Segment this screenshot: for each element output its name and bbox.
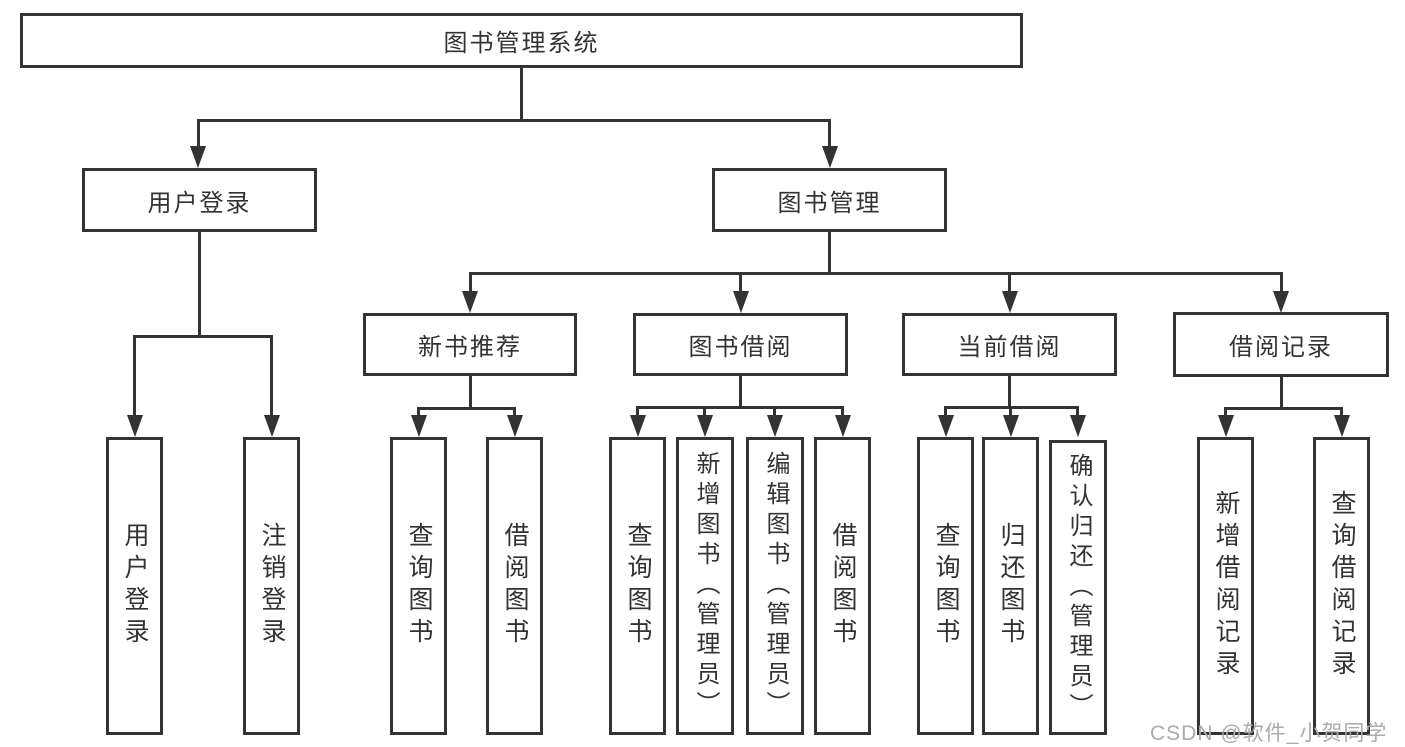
connector-arrow-stem <box>1076 406 1079 415</box>
connector-hline <box>196 119 831 122</box>
leaf-newbook-query: 查询图书 <box>390 437 447 735</box>
connector-vline <box>468 376 472 407</box>
connector-vline <box>1008 376 1011 406</box>
connector-arrow-stem <box>1224 407 1227 415</box>
leaf-logout-label: 注销登录 <box>258 522 286 650</box>
leaf-borrow-add-admin-label: 新增图书（管理员） <box>692 451 719 721</box>
leaf-borrow-borrow-label: 借阅图书 <box>829 522 857 650</box>
arrow-down-icon <box>1217 415 1234 437</box>
leaf-borrow-borrow: 借阅图书 <box>814 437 871 735</box>
leaf-logout: 注销登录 <box>243 437 300 735</box>
leaf-current-query-label: 查询图书 <box>932 522 960 650</box>
connector-arrow-stem <box>703 406 706 415</box>
arrow-down-icon <box>506 415 523 437</box>
leaf-record-query-label: 查询借阅记录 <box>1328 490 1356 682</box>
connector-arrow-stem <box>841 406 844 415</box>
leaf-borrow-query: 查询图书 <box>609 437 666 735</box>
leaf-current-return-label: 归还图书 <box>997 522 1025 650</box>
node-borrow-record-label: 借阅记录 <box>1229 334 1333 361</box>
node-new-book-recommend: 新书推荐 <box>363 313 577 376</box>
connector-arrow-stem <box>739 272 742 291</box>
leaf-borrow-query-label: 查询图书 <box>624 522 652 650</box>
connector-hline <box>636 406 844 409</box>
arrow-down-icon <box>263 415 280 437</box>
arrow-down-icon <box>1001 291 1018 313</box>
connector-arrow-stem <box>1008 272 1011 291</box>
connector-arrow-stem <box>133 335 136 415</box>
arrow-down-icon <box>126 415 143 437</box>
leaf-borrow-edit-admin: 编辑图书（管理员） <box>746 437 804 735</box>
leaf-newbook-borrow-label: 借阅图书 <box>501 522 529 650</box>
node-root-label: 图书管理系统 <box>443 30 600 57</box>
leaf-newbook-borrow: 借阅图书 <box>486 437 543 735</box>
arrow-down-icon <box>1273 291 1289 313</box>
node-current-borrow-label: 当前借阅 <box>957 334 1062 361</box>
connector-vline <box>1279 377 1283 407</box>
leaf-record-add: 新增借阅记录 <box>1197 437 1254 735</box>
leaf-current-confirm-admin: 确认归还（管理员） <box>1049 440 1107 735</box>
node-root: 图书管理系统 <box>20 13 1023 68</box>
connector-hline <box>1224 407 1343 410</box>
watermark: CSDN @软件_小贺同学 <box>1150 722 1388 745</box>
connector-arrow-stem <box>1009 406 1012 415</box>
connector-arrow-stem <box>513 407 516 415</box>
leaf-current-query: 查询图书 <box>917 437 974 735</box>
arrow-down-icon <box>766 415 783 437</box>
connector-vline <box>739 376 742 406</box>
leaf-borrow-add-admin: 新增图书（管理员） <box>676 437 734 735</box>
connector-vline <box>828 232 831 272</box>
leaf-record-add-label: 新增借阅记录 <box>1212 490 1240 682</box>
node-user-login-label: 用户登录 <box>147 189 252 217</box>
node-book-management: 图书管理 <box>712 168 947 232</box>
node-new-book-recommend-label: 新书推荐 <box>418 334 522 361</box>
arrow-down-icon <box>410 415 427 437</box>
arrow-down-icon <box>629 415 646 437</box>
connector-arrow-stem <box>468 272 472 291</box>
node-book-borrow-label: 图书借阅 <box>688 334 793 361</box>
connector-vline <box>198 232 201 335</box>
connector-hline <box>417 407 516 410</box>
connector-arrow-stem <box>1340 407 1343 415</box>
connector-arrow-stem <box>1279 272 1283 291</box>
leaf-borrow-edit-admin-label: 编辑图书（管理员） <box>762 451 789 721</box>
arrow-down-icon <box>937 415 954 437</box>
arrow-down-icon <box>696 415 713 437</box>
arrow-down-icon <box>1002 415 1019 437</box>
arrow-down-icon <box>821 146 838 168</box>
node-book-management-label: 图书管理 <box>777 189 882 217</box>
connector-arrow-stem <box>636 406 639 415</box>
connector-arrow-stem <box>270 335 273 415</box>
arrow-down-icon <box>190 146 206 168</box>
arrow-down-icon <box>834 415 851 437</box>
connector-arrow-stem <box>773 406 776 415</box>
connector-arrow-stem <box>828 119 831 146</box>
connector-hline <box>133 335 273 338</box>
node-current-borrow: 当前借阅 <box>902 313 1117 376</box>
arrow-down-icon <box>1069 415 1086 437</box>
node-borrow-record: 借阅记录 <box>1173 312 1389 377</box>
connector-arrow-stem <box>417 407 420 415</box>
leaf-record-query: 查询借阅记录 <box>1313 437 1370 735</box>
connector-arrow-stem <box>944 406 947 415</box>
leaf-current-return: 归还图书 <box>982 437 1039 735</box>
leaf-user-login: 用户登录 <box>106 437 163 735</box>
leaf-current-confirm-admin-label: 确认归还（管理员） <box>1065 452 1092 723</box>
node-user-login: 用户登录 <box>82 168 317 232</box>
connector-vline <box>519 68 523 119</box>
connector-arrow-stem <box>196 119 200 146</box>
node-book-borrow: 图书借阅 <box>633 313 848 376</box>
connector-hline <box>468 272 1283 275</box>
leaf-user-login-label: 用户登录 <box>121 522 149 650</box>
arrow-down-icon <box>1333 415 1350 437</box>
leaf-newbook-query-label: 查询图书 <box>405 522 433 650</box>
arrow-down-icon <box>732 291 749 313</box>
arrow-down-icon <box>462 291 478 313</box>
